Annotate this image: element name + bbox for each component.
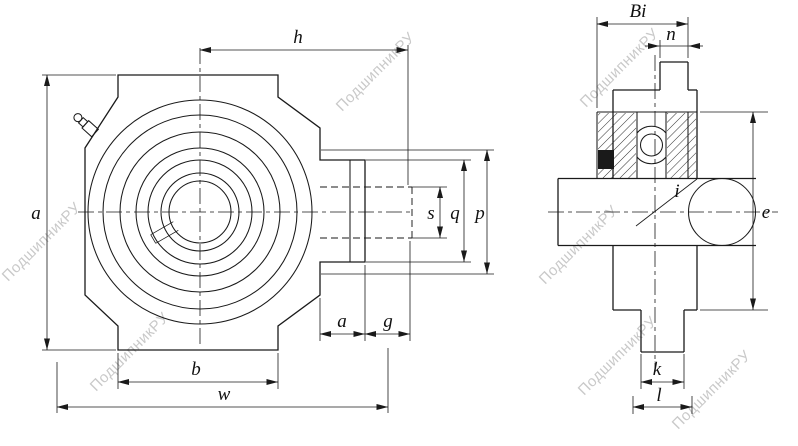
dim-label-q: q (450, 203, 460, 224)
dim-label-b: b (191, 359, 201, 380)
set-screw-marks (150, 221, 179, 244)
dimension-a-left: a (31, 74, 116, 351)
watermark-text: ПодшипникРУ (577, 25, 663, 111)
dimension-s: s (412, 186, 447, 239)
dim-label-h: h (293, 27, 303, 48)
dim-label-a-left: a (31, 203, 41, 224)
dimension-a-g: a g (319, 241, 411, 341)
hidden-hole-lines (320, 186, 413, 239)
dimension-q: q (366, 159, 471, 263)
watermark-text: ПодшипникРУ (575, 313, 661, 399)
dim-label-n: n (666, 24, 676, 45)
dim-label-w: w (218, 384, 231, 405)
side-housing-outline (596, 61, 698, 353)
dim-label-bi: Bi (630, 1, 647, 22)
dimension-p: p (321, 149, 494, 275)
dimension-w: w (56, 348, 389, 413)
dimension-i: i (635, 178, 698, 227)
dimension-e: e (700, 111, 770, 311)
dimension-b: b (117, 353, 279, 389)
bearing-ball (636, 125, 667, 165)
watermark-text: ПодшипникРУ (669, 347, 755, 433)
dimension-n: n (645, 24, 703, 58)
dim-label-e: e (762, 202, 770, 223)
dimension-bi: Bi (596, 1, 689, 108)
grease-fitting-icon (73, 113, 100, 138)
set-screw-section (598, 150, 614, 169)
dim-label-p: p (473, 203, 485, 224)
dim-label-l: l (656, 385, 661, 406)
watermark-text: ПодшипникРУ (0, 199, 84, 285)
hatch-right (667, 113, 696, 178)
side-view: i Bi n e k (548, 1, 778, 414)
dim-label-s: s (427, 203, 434, 224)
front-housing-outline (84, 74, 366, 351)
dimension-k: k (640, 354, 685, 389)
watermark-text: ПодшипникРУ (333, 29, 419, 115)
dim-label-k: k (653, 359, 662, 380)
dimension-l: l (632, 385, 693, 414)
dimension-h: h (199, 27, 409, 185)
dim-label-i: i (674, 181, 679, 202)
dim-label-g: g (383, 311, 393, 332)
dim-label-a-bottom: a (337, 311, 347, 332)
front-view: a h s q p (31, 27, 494, 413)
